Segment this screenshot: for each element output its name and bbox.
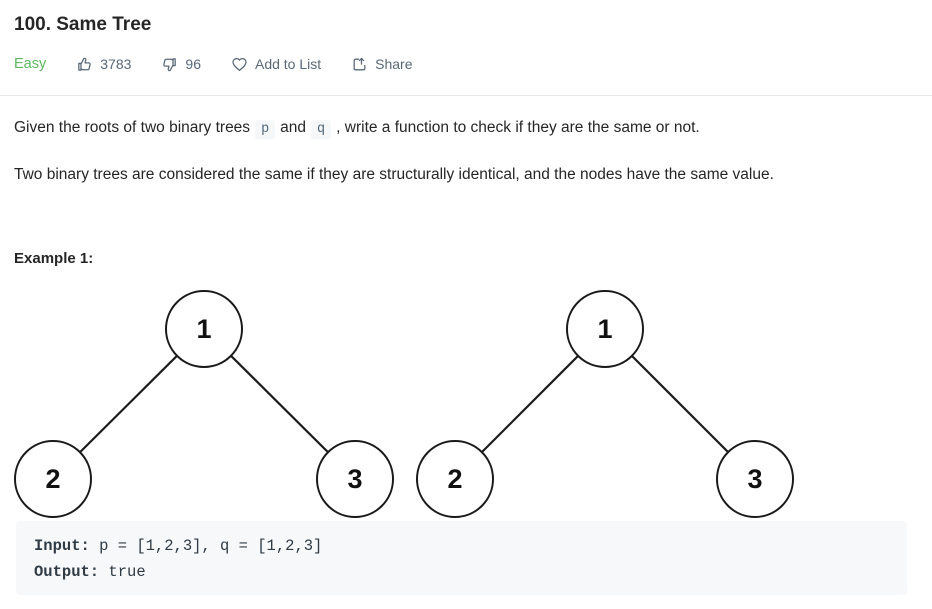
share-button[interactable]: Share — [351, 56, 413, 73]
problem-meta-row: Easy 3783 96 Add to List — [14, 54, 932, 74]
add-to-list-button[interactable]: Add to List — [231, 56, 321, 73]
thumbs-up-icon — [78, 57, 92, 71]
inline-code-p: p — [255, 120, 276, 139]
like-button[interactable]: 3783 — [76, 56, 131, 73]
input-value: p = [1,2,3], q = [1,2,3] — [89, 537, 323, 555]
example-code-block: Input: p = [1,2,3], q = [1,2,3] Output: … — [16, 521, 907, 595]
inline-code-q: q — [311, 120, 332, 139]
tree-node: 1 — [165, 290, 243, 368]
tree-node: 2 — [416, 440, 494, 518]
example-label: Example 1: — [14, 250, 94, 267]
dislike-button[interactable]: 96 — [161, 56, 201, 73]
share-label: Share — [375, 56, 413, 72]
description-paragraph-2: Two binary trees are considered the same… — [14, 166, 774, 183]
page-title: 100. Same Tree — [14, 14, 152, 35]
output-label: Output: — [34, 563, 100, 581]
share-icon — [353, 57, 366, 70]
like-count: 3783 — [100, 56, 132, 72]
heart-icon — [232, 57, 247, 71]
tree-node: 3 — [316, 440, 394, 518]
description-text: and — [280, 119, 307, 136]
tree-node: 1 — [566, 290, 644, 368]
output-value: true — [99, 563, 146, 581]
tree-node: 2 — [14, 440, 92, 518]
difficulty-badge: Easy — [14, 56, 47, 72]
dislike-count: 96 — [185, 56, 201, 72]
description-text: , write a function to check if they are … — [336, 119, 700, 136]
tree-node: 3 — [716, 440, 794, 518]
thumbs-down-icon — [163, 57, 177, 71]
description-text: Given the roots of two binary trees — [14, 119, 251, 136]
divider — [0, 95, 932, 96]
add-to-list-label: Add to List — [254, 56, 322, 72]
tree-diagrams: 1 2 3 1 2 3 — [0, 283, 932, 519]
input-label: Input: — [34, 537, 90, 555]
